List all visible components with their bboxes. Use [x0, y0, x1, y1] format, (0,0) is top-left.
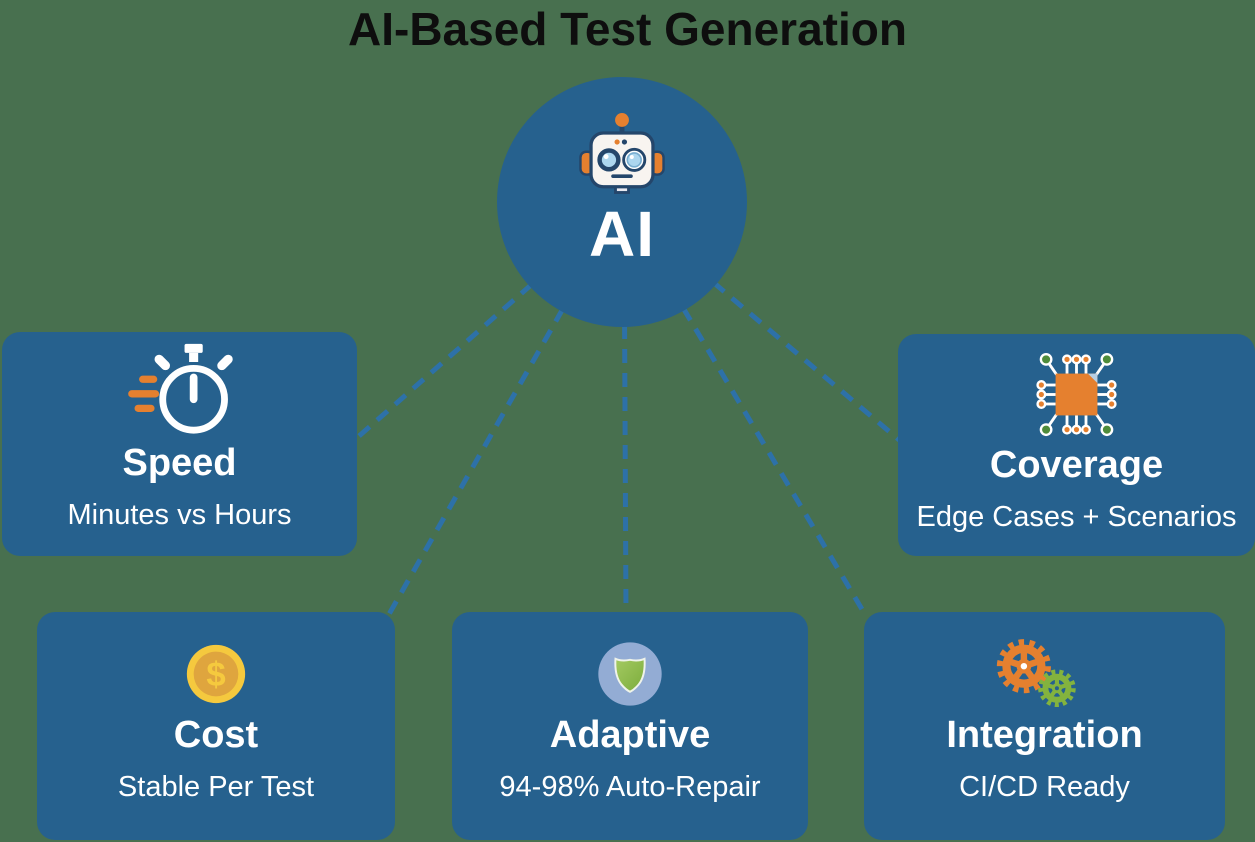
card-integration: Integration CI/CD Ready	[864, 612, 1225, 840]
card-speed-subtitle: Minutes vs Hours	[67, 498, 292, 531]
gears-icon	[985, 634, 1105, 714]
connector-ai-adaptive	[621, 204, 629, 617]
card-speed-title: Speed	[122, 442, 237, 484]
card-adaptive: Adaptive 94-98% Auto-Repair	[452, 612, 808, 840]
ai-hub-node: AI	[497, 77, 747, 327]
dollar-coin-icon: $	[185, 634, 247, 714]
ai-label: AI	[589, 198, 655, 270]
dollar-sign: $	[206, 656, 225, 694]
card-cost-subtitle: Stable Per Test	[117, 770, 315, 803]
card-cost: $ Cost Stable Per Test	[37, 612, 395, 840]
card-coverage-title: Coverage	[989, 444, 1164, 486]
card-adaptive-subtitle: 94-98% Auto-Repair	[499, 770, 761, 803]
card-coverage: Coverage Edge Cases + Scenarios	[898, 334, 1255, 556]
card-adaptive-title: Adaptive	[549, 714, 711, 756]
page-title: AI-Based Test Generation	[348, 3, 907, 55]
card-integration-subtitle: CI/CD Ready	[959, 770, 1130, 803]
card-speed: Speed Minutes vs Hours	[2, 332, 357, 556]
shield-icon	[597, 634, 663, 714]
card-integration-title: Integration	[946, 714, 1143, 756]
robot-icon	[579, 113, 665, 194]
card-cost-title: Cost	[173, 714, 259, 756]
card-coverage-subtitle: Edge Cases + Scenarios	[916, 500, 1237, 533]
chip-icon	[1029, 346, 1124, 442]
stopwatch-icon	[118, 343, 242, 440]
